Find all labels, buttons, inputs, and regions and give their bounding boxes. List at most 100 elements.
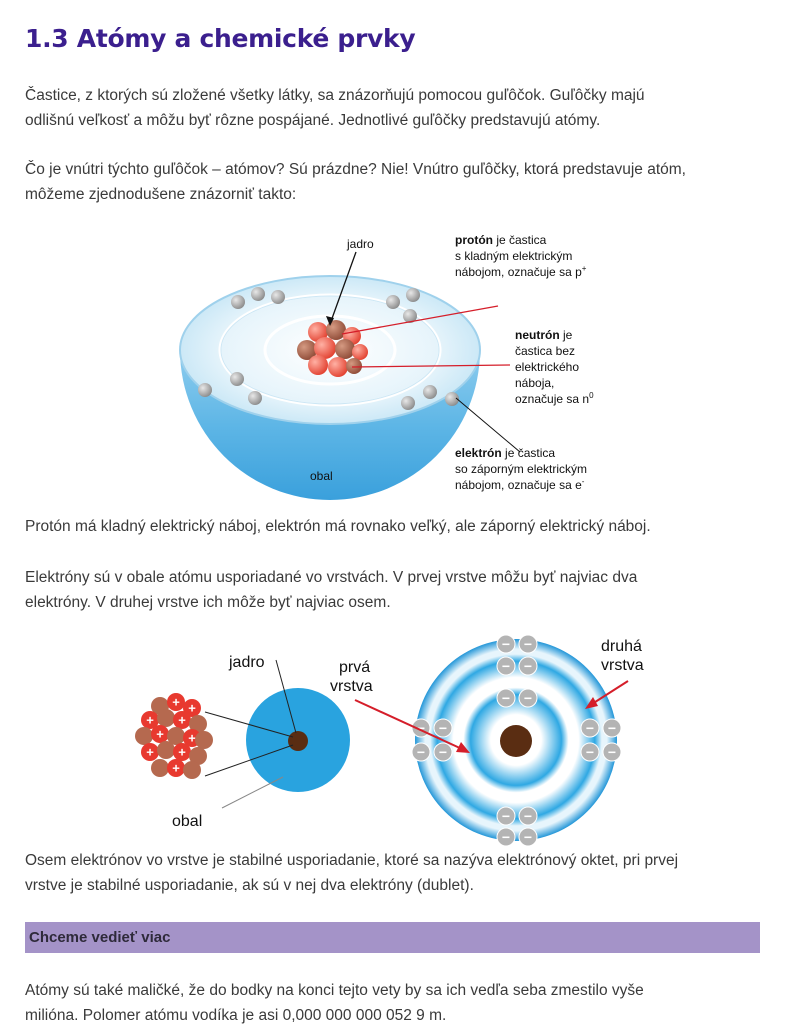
first-shell-label: prvá vrstva [330,659,375,695]
shells-paragraph: Elektróny sú v obale atómu usporiadané v… [25,565,765,615]
electron [423,385,437,399]
neutron [189,715,207,733]
desc-text: náboja, [515,376,554,390]
electron: − [602,718,622,738]
minus-sign: − [608,720,616,736]
neutron [335,339,355,359]
electron-term: elektrón [455,446,502,460]
desc-text: elektrického [515,360,579,374]
desc-text: je častica [502,446,556,460]
neutron [189,747,207,765]
electron: − [602,742,622,762]
proton: + [151,725,169,743]
plus-sign: + [156,727,164,742]
question-paragraph: Čo je vnútri týchto guľôčok – atómov? Sú… [25,157,765,207]
desc-text: nábojom, označuje sa p [455,265,582,279]
electron: − [580,742,600,762]
minus-sign: − [586,744,594,760]
electron: − [496,827,516,847]
label-line: vrstva [601,657,644,674]
second-shell-arrow [591,680,629,705]
desc-text: označuje sa n [515,392,589,406]
text-line: Protón má kladný elektrický náboj, elekt… [25,518,651,535]
text-line: Osem elektrónov vo vrstve je stabilné us… [25,852,679,869]
nucleus [297,320,368,377]
desc-text: je [560,328,573,342]
desc-text: častica bez [515,344,575,358]
jadro-label: jadro [346,237,374,251]
electron [401,396,415,410]
electron: − [496,688,516,708]
proton: + [167,693,185,711]
minus-sign: − [502,808,510,824]
electron: − [518,806,538,826]
jadro-pointer [329,251,357,325]
atom-hemisphere-figure: jadro obal protón je častica s kladným e… [0,222,785,507]
electron [406,288,420,302]
minus-sign: − [524,636,532,652]
octet-paragraph: Osem elektrónov vo vrstve je stabilné us… [25,848,765,898]
neutron [346,358,362,374]
plus-sign: + [146,713,154,728]
proton [314,337,336,359]
neutron [183,761,201,779]
second-shell-label: druhá vrstva [601,638,646,674]
text-line: Elektróny sú v obale atómu usporiadané v… [25,569,638,586]
neutron [195,731,213,749]
electron [403,309,417,323]
text-line: vrstve je stabilné usporiadanie, ak sú v… [25,877,474,894]
minus-sign: − [502,636,510,652]
arrowhead [326,316,334,326]
desc-text: nábojom, označuje sa e [455,478,582,492]
jadro-label: jadro [228,654,265,671]
desc-text: je častica [493,233,547,247]
minus-sign: − [502,829,510,845]
proton: + [141,743,159,761]
atom-hemisphere-illustration: jadro obal protón je častica s kladným e… [179,233,594,500]
minus-sign: − [417,744,425,760]
superscript: - [582,477,585,486]
nucleus-closeup: +++++++++ [135,693,213,779]
neutron [157,709,175,727]
proton [308,355,328,375]
neutron [135,727,153,745]
electron: − [518,656,538,676]
electron: − [518,634,538,654]
text-line: Čo je vnútri týchto guľôčok – atómov? Sú… [25,161,686,178]
electron: − [496,634,516,654]
text-line: Atómy sú také maličké, že do bodky na ko… [25,982,644,999]
orbit-outer-edge [220,295,440,405]
electron: − [518,688,538,708]
plus-sign: + [178,745,186,760]
neutron [297,340,317,360]
page-title: 1.3 Atómy a chemické prvky [25,24,416,53]
proton: + [183,699,201,717]
text-line: Častice, z ktorých sú zložené všetky lát… [25,87,645,104]
electron: − [433,742,453,762]
electron: − [496,806,516,826]
electron: − [496,656,516,676]
electron-shells-figure: +++++++++ jadro obal −−−−−−−−−−−−−−−−−− … [0,630,785,847]
electron [386,295,400,309]
minus-sign: − [524,658,532,674]
plus-sign: + [146,745,154,760]
intro-paragraph: Častice, z ktorých sú zložené všetky lát… [25,83,765,133]
proton: + [141,711,159,729]
electron [445,392,459,406]
neutron [167,727,185,745]
neutron [326,320,346,340]
electron: − [518,827,538,847]
obal-label: obal [172,813,202,830]
obal-label: obal [310,469,333,483]
first-shell-arrow [354,699,463,750]
electron: − [411,742,431,762]
electron-pointer [455,397,521,453]
plus-sign: + [172,761,180,776]
orbit-outer [218,293,442,407]
zoom-line [204,744,294,777]
superscript: 0 [589,391,594,400]
electron [271,290,285,304]
minus-sign: − [502,690,510,706]
arrowhead [456,742,470,753]
zoom-line [204,711,294,738]
